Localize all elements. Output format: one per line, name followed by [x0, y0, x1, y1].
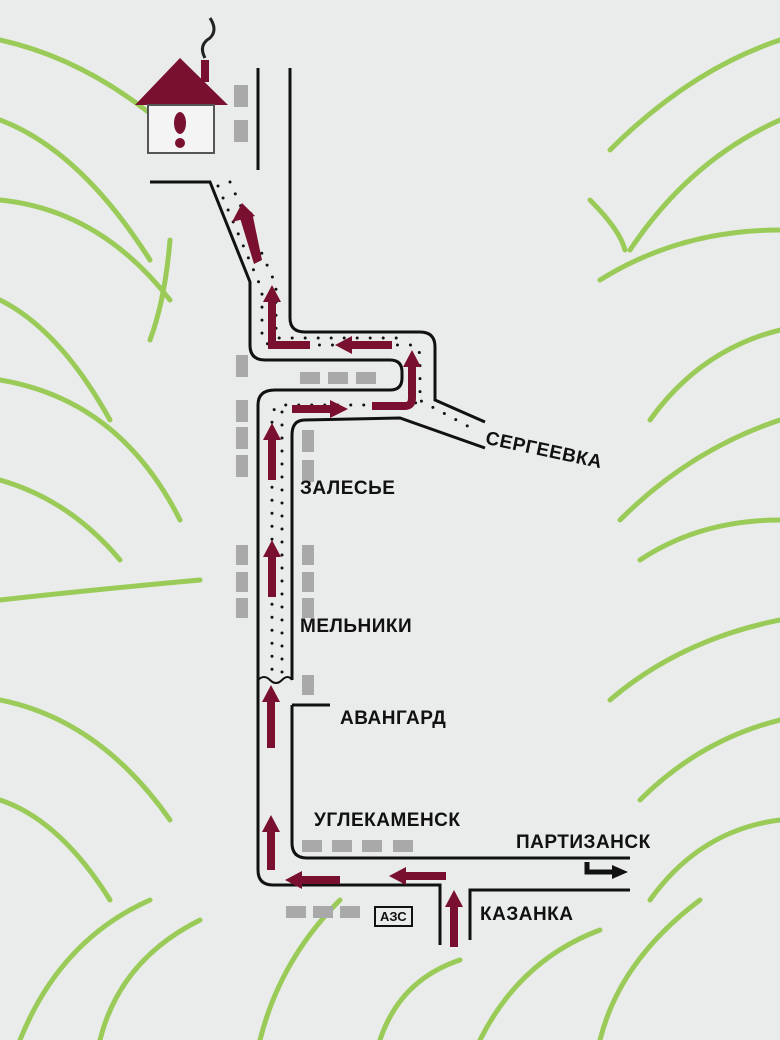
route-arrow-icon	[263, 285, 310, 349]
roads	[150, 68, 630, 945]
buildings	[234, 85, 413, 918]
route-arrow-icon	[232, 203, 262, 264]
route-arrow-icon	[389, 867, 446, 885]
place-label-melniki: МЕЛЬНИКИ	[300, 616, 413, 637]
route-arrows	[232, 203, 463, 947]
route-arrow-icon	[372, 350, 421, 410]
route-arrow-icon	[445, 890, 463, 947]
house-icon	[135, 17, 228, 154]
route-arrow-icon	[263, 540, 281, 597]
place-label-partizansk: ПАРТИЗАНСК	[516, 832, 651, 853]
route-arrow-icon	[285, 871, 340, 889]
route-arrow-icon	[292, 400, 348, 418]
direction-arrow-icon	[584, 862, 628, 879]
gas-station-label: АЗС	[374, 906, 413, 927]
grass-decoration	[0, 37, 780, 1040]
unpaved-road-dots	[216, 180, 477, 682]
route-arrow-icon	[335, 336, 392, 354]
place-label-kazanka: КАЗАНКА	[480, 904, 574, 925]
route-arrow-icon	[263, 423, 281, 480]
place-label-avangard: АВАНГАРД	[340, 708, 447, 729]
place-label-uglekamensk: УГЛЕКАМЕНСК	[314, 810, 461, 831]
place-label-zalesye: ЗАЛЕСЬЕ	[300, 478, 396, 499]
route-arrow-icon	[262, 685, 280, 748]
route-arrow-icon	[262, 815, 280, 870]
